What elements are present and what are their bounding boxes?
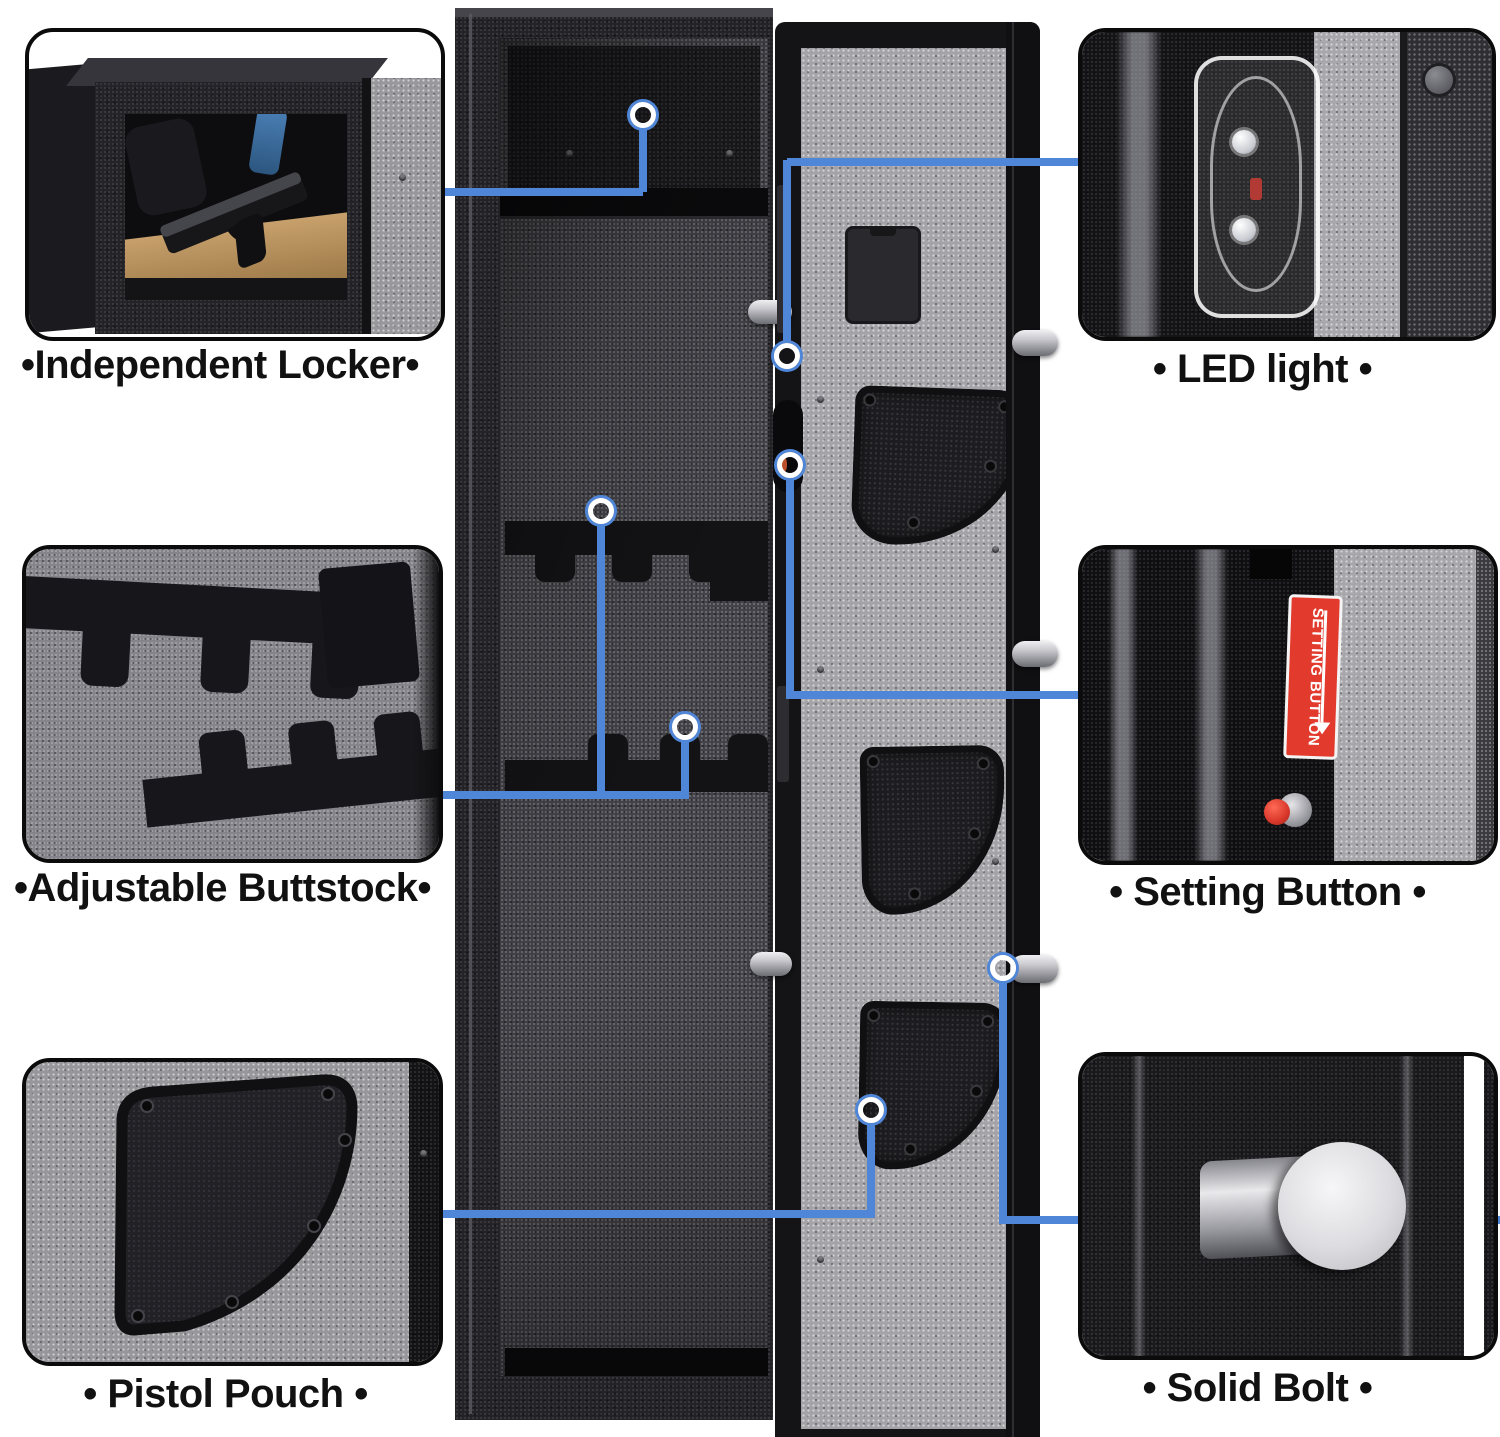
metal-seam <box>1400 1056 1414 1356</box>
label-independent-locker: •Independent Locker• <box>20 343 420 387</box>
connector-setting-v <box>786 478 794 695</box>
screw <box>817 1256 824 1263</box>
connector-buttstock-v2 <box>681 740 689 794</box>
foam-tooth <box>197 728 248 776</box>
battery-compartment-tab <box>870 227 896 236</box>
connector-setting-h <box>786 691 1078 699</box>
hinge-side-bolt-bottom <box>750 952 792 976</box>
callout-dot-bolt <box>990 955 1016 981</box>
connector-pouch-v <box>867 1123 875 1213</box>
door-hinge-middle <box>777 686 789 782</box>
cabinet-top-edge <box>455 8 773 17</box>
callout-dot-buttstock-2 <box>672 714 698 740</box>
connector-locker-v <box>639 126 647 192</box>
open-door-strip <box>362 78 441 334</box>
callout-dot-buttstock-1 <box>588 498 614 524</box>
pistol-illustration <box>160 172 308 268</box>
label-pistol-pouch: • Pistol Pouch • <box>83 1372 368 1416</box>
mesh-edge <box>1476 549 1494 861</box>
connector-locker-h <box>437 188 643 196</box>
foam-corner-block <box>317 561 421 689</box>
safe-cabinet <box>455 8 773 1420</box>
door-edge-strip <box>409 1062 439 1362</box>
locker-opening <box>125 114 347 278</box>
screw <box>399 174 406 181</box>
detail-photo-setting-button: SETTING BUTTON <box>1078 545 1498 865</box>
detail-photo-pistol-pouch <box>22 1058 443 1366</box>
metal-highlight-band <box>1116 32 1162 337</box>
screw <box>992 858 999 865</box>
label-solid-bolt: • Solid Bolt • <box>1142 1366 1373 1410</box>
background-gap <box>1464 1056 1484 1356</box>
locker-door-lip <box>125 278 347 300</box>
foam-tooth <box>199 633 251 694</box>
sticker-arrow-head <box>1314 722 1331 735</box>
connector-led-h <box>787 158 1078 166</box>
detail-photo-led-light <box>1078 28 1496 341</box>
safe-door <box>748 22 1058 1437</box>
cabinet-interior <box>500 38 768 1376</box>
foam-tooth <box>79 627 131 688</box>
detail-photo-independent-locker <box>25 28 445 341</box>
connector-pouch-h <box>437 1210 875 1218</box>
door-pistol-pouch-2 <box>859 744 1007 916</box>
detail-photo-adjustable-buttstock <box>22 545 443 863</box>
metal-highlight-band <box>1108 549 1138 861</box>
door-edge-highlight <box>1012 22 1014 1437</box>
battery-compartment <box>845 226 921 324</box>
screw <box>817 396 824 403</box>
callout-dot-setting <box>777 452 803 478</box>
interior-corner-shadow <box>413 549 439 859</box>
label-adjustable-buttstock: •Adjustable Buttstock• <box>13 866 432 910</box>
metal-seam <box>1132 1056 1146 1356</box>
connector-led-v <box>783 160 791 343</box>
connector-buttstock-h <box>437 791 689 799</box>
cabinet-left-seam <box>469 14 472 1414</box>
setting-button-cap <box>1264 799 1290 825</box>
solid-bolt-bottom <box>1010 955 1058 983</box>
setting-button-sticker-text: SETTING BUTTON <box>1304 607 1327 747</box>
callout-dot-led <box>774 343 800 369</box>
screw <box>420 1150 427 1157</box>
door-pistol-pouch-1 <box>850 385 1028 549</box>
solid-bolt-middle <box>1012 641 1058 667</box>
label-led-light: • LED light • <box>1152 347 1373 391</box>
metal-highlight-band <box>1194 549 1228 861</box>
callout-dot-pouch <box>858 1097 884 1123</box>
connector-bolt-h <box>999 1216 1078 1224</box>
door-lock-edge <box>1006 22 1040 1437</box>
connector-buttstock-v1 <box>597 524 605 794</box>
led-lens <box>1210 76 1302 292</box>
mesh-pocket <box>1400 32 1492 337</box>
foam-tooth <box>287 719 338 767</box>
locker-front <box>95 82 377 334</box>
interior-shading <box>500 38 768 1376</box>
led-wire <box>1250 178 1262 200</box>
door-pistol-pouch-3 <box>857 1000 1009 1172</box>
led-bulb-bottom <box>1232 218 1256 242</box>
door-felt-panel <box>801 48 1028 1429</box>
screw <box>992 546 999 553</box>
solid-bolt-top <box>1012 330 1058 356</box>
setting-button-sticker: SETTING BUTTON <box>1283 594 1343 760</box>
led-bulb-top <box>1232 130 1256 154</box>
callout-dot-locker <box>630 102 656 128</box>
bolt-face <box>1278 1142 1406 1270</box>
connector-bolt-v <box>999 981 1007 1221</box>
screw <box>817 666 824 673</box>
snap-button <box>1425 66 1453 94</box>
felt-panel <box>1334 549 1494 861</box>
pistol-pouch-illustration <box>114 1074 358 1336</box>
panel-notch <box>1250 549 1292 579</box>
label-setting-button: • Setting Button • <box>1109 870 1426 914</box>
detail-photo-solid-bolt <box>1078 1052 1498 1360</box>
led-light-cover <box>1194 56 1320 318</box>
